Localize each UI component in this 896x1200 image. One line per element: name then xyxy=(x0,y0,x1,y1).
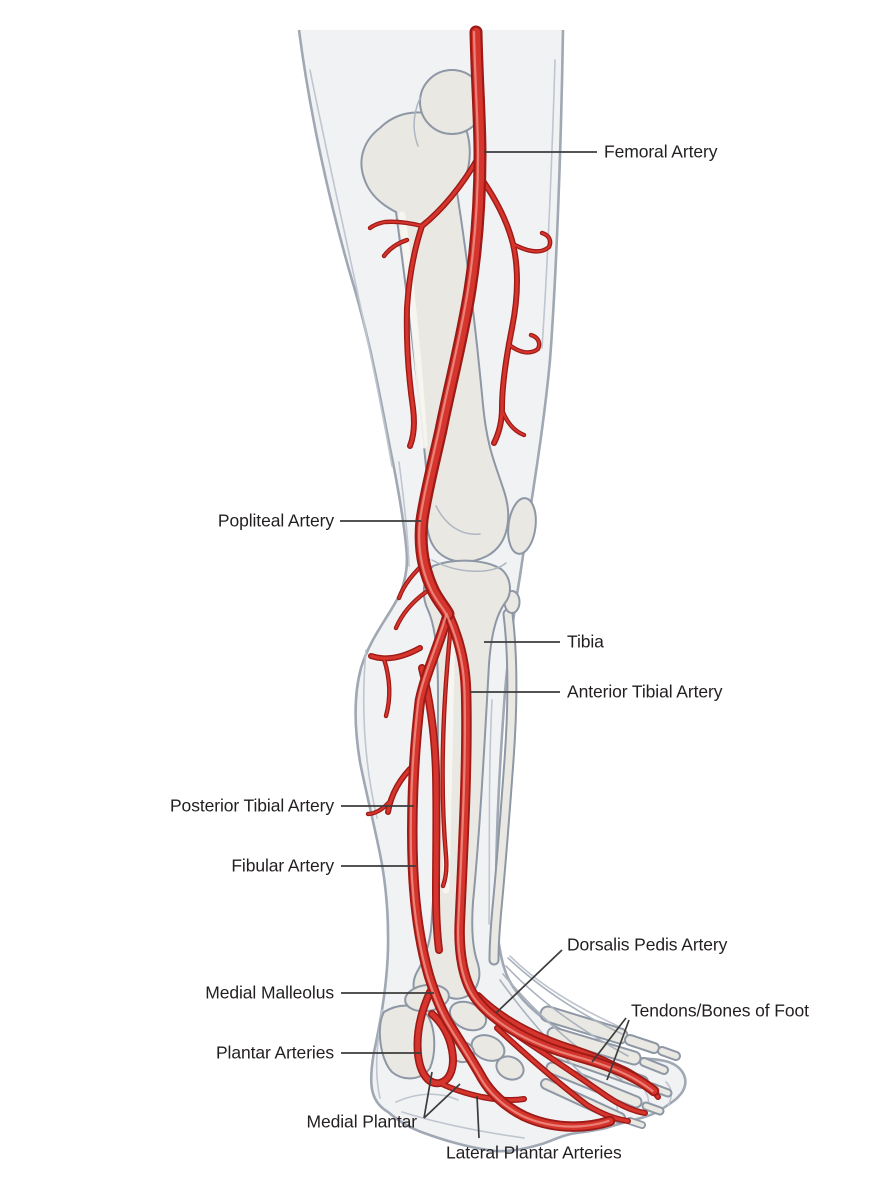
leader-tendons-bones-1 xyxy=(591,1017,627,1063)
label-posterior-tibial-artery: Posterior Tibial Artery xyxy=(169,795,334,816)
label-medial-malleolus: Medial Malleolus xyxy=(205,982,334,1003)
femur-bone xyxy=(360,69,510,563)
label-tibia: Tibia xyxy=(567,631,604,652)
leader-medial-plantar-1 xyxy=(423,1071,433,1119)
leader-tendons-bones-2 xyxy=(606,1019,630,1081)
leader-dorsalis-pedis-artery xyxy=(495,949,563,1014)
patella-bone xyxy=(507,497,537,555)
leader-lines xyxy=(340,151,630,1139)
label-femoral-artery: Femoral Artery xyxy=(604,141,718,162)
label-popliteal-artery: Popliteal Artery xyxy=(217,510,334,531)
label-lateral-plantar-arteries: Lateral Plantar Arteries xyxy=(446,1142,622,1163)
label-plantar-arteries: Plantar Arteries xyxy=(215,1042,334,1063)
label-fibular-artery: Fibular Artery xyxy=(231,855,334,876)
label-anterior-tibial-artery: Anterior Tibial Artery xyxy=(567,681,723,702)
label-dorsalis-pedis-artery: Dorsalis Pedis Artery xyxy=(567,934,728,955)
label-tendons-bones-of-foot: Tendons/Bones of Foot xyxy=(631,1000,809,1021)
leader-lateral-plantar-arteries xyxy=(476,1095,480,1139)
leader-medial-plantar-2 xyxy=(423,1083,461,1119)
label-medial-plantar: Medial Plantar xyxy=(306,1111,418,1132)
